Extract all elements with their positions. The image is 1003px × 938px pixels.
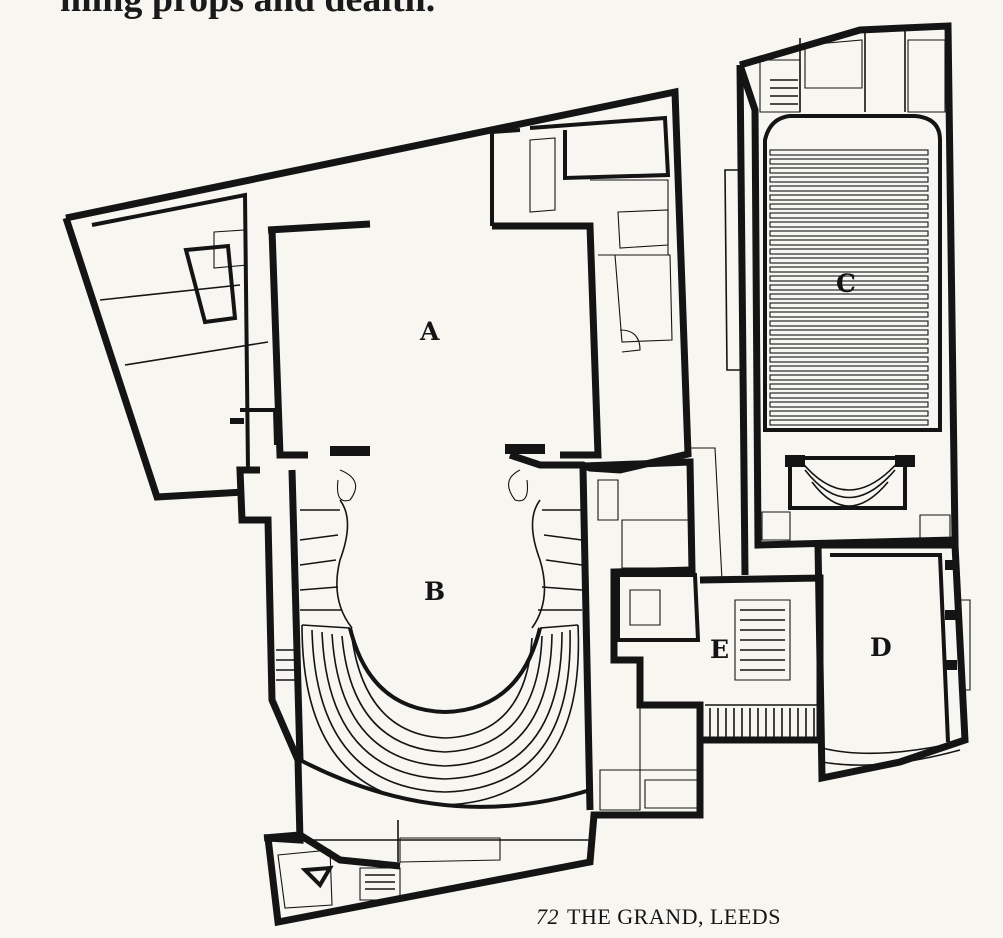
hall-seating-rows [769, 149, 929, 426]
figure-title: THE GRAND, LEEDS [567, 904, 781, 929]
seat-row [769, 356, 929, 363]
cropped-heading-text: ming props and dealth. [60, 0, 435, 18]
figure-caption: 72 THE GRAND, LEEDS [536, 904, 781, 930]
seat-row [769, 266, 929, 273]
seat-row [769, 392, 929, 399]
stage-area [230, 115, 673, 459]
seat-row [769, 167, 929, 174]
seat-row [769, 257, 929, 264]
seat-row [769, 149, 929, 156]
seat-row [769, 185, 929, 192]
seat-row [769, 302, 929, 309]
hall-c [724, 22, 959, 576]
room-d [814, 541, 971, 783]
foyer-e [688, 447, 824, 744]
plan-left-wing [62, 87, 692, 501]
seat-row [769, 230, 929, 237]
seat-row [769, 158, 929, 165]
auditorium [236, 458, 704, 927]
seat-row [769, 311, 929, 318]
seat-row [769, 239, 929, 246]
seat-row [769, 419, 929, 426]
figure-number: 72 [536, 904, 559, 929]
seat-row [769, 347, 929, 354]
seat-row [769, 212, 929, 219]
seat-row [769, 374, 929, 381]
seat-row [769, 194, 929, 201]
seat-row [769, 383, 929, 390]
seat-row [769, 248, 929, 255]
seat-row [769, 284, 929, 291]
seat-row [769, 401, 929, 408]
seat-row [769, 293, 929, 300]
seat-row [769, 410, 929, 417]
seat-row [769, 221, 929, 228]
label-a: A [419, 317, 440, 346]
seat-row [769, 275, 929, 282]
label-c: C [836, 269, 856, 298]
label-d: D [870, 633, 892, 662]
label-b: B [424, 577, 445, 606]
seat-row [769, 338, 929, 345]
seat-row [769, 329, 929, 336]
seat-row [769, 176, 929, 183]
seat-row [769, 365, 929, 372]
seat-row [769, 203, 929, 210]
room-labels: A B C D E [419, 269, 892, 664]
seat-row [769, 320, 929, 327]
label-e: E [710, 635, 729, 664]
